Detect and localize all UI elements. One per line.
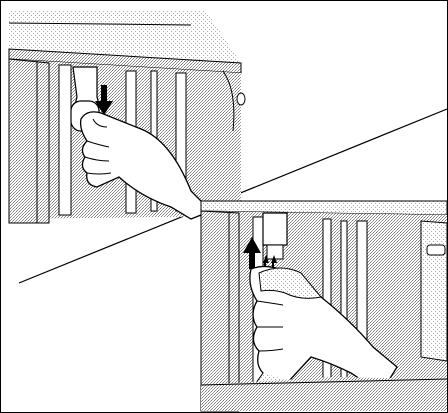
arrow-up-icon: [243, 237, 277, 269]
panel-bottom-right: [200, 200, 447, 412]
panel-top-left: [8, 11, 246, 224]
arrow-down-icon: [95, 85, 113, 115]
